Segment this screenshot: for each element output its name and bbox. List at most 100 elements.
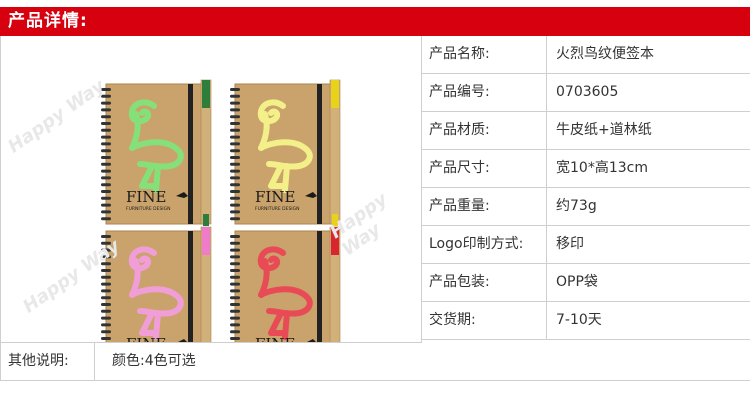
flamingo-shape xyxy=(128,99,184,193)
spiral-ring xyxy=(230,248,240,252)
spec-value: 0703605 xyxy=(556,84,619,100)
spiral-ring xyxy=(230,275,240,279)
bird-icon xyxy=(178,339,187,342)
spiral-ring xyxy=(101,296,111,300)
spiral-ring xyxy=(101,269,111,272)
note-value: 颜色:4色可选 xyxy=(112,353,196,369)
spiral-ring xyxy=(230,255,240,259)
brand-logo: FINE xyxy=(255,335,295,342)
spec-label: Logo印制方式: xyxy=(421,226,547,263)
spiral-ring xyxy=(230,262,240,266)
spec-row: 产品材质: 牛皮纸+道林纸 xyxy=(421,112,750,150)
spiral-ring xyxy=(230,149,240,153)
pen-tip xyxy=(332,214,338,226)
bird-icon xyxy=(176,192,188,198)
spiral-ring xyxy=(101,303,111,306)
spec-label: 产品编号: xyxy=(421,74,547,111)
spiral-ring xyxy=(101,115,111,119)
spiral-ring xyxy=(101,190,111,193)
spiral-ring xyxy=(230,269,240,272)
spec-row: 产品名称: 火烈鸟纹便签本 xyxy=(421,36,750,74)
elastic-band xyxy=(317,84,322,224)
spiral-ring xyxy=(101,262,111,266)
spiral-ring xyxy=(101,176,111,180)
spiral-ring xyxy=(101,241,111,245)
spiral-ring xyxy=(230,88,240,91)
spec-row: 产品重量: 约73g xyxy=(421,188,750,226)
spec-value: OPP袋 xyxy=(556,274,598,290)
spiral-ring xyxy=(101,156,111,159)
spec-table: 产品名称: 火烈鸟纹便签本产品编号: 0703605 产品材质: 牛皮纸+道林纸产品尺寸… xyxy=(421,36,750,342)
spec-value: 牛皮纸+道林纸 xyxy=(556,122,652,138)
spiral-ring xyxy=(230,162,240,166)
pen-clip xyxy=(331,80,339,108)
spiral-ring xyxy=(230,196,240,200)
spiral-ring xyxy=(101,142,111,146)
spiral-ring xyxy=(101,316,111,320)
spiral-ring xyxy=(101,309,111,313)
spiral-ring xyxy=(230,217,240,221)
pen-tip xyxy=(203,214,209,226)
spiral-ring xyxy=(101,210,111,214)
pen-clip xyxy=(202,227,210,255)
spiral-ring xyxy=(230,337,240,340)
spiral-ring xyxy=(230,282,240,286)
spiral-ring xyxy=(101,149,111,153)
section-header: 产品详情: xyxy=(0,0,750,36)
flamingo-shape xyxy=(257,246,313,340)
spec-label: 产品重量: xyxy=(421,188,547,225)
spec-value: 7-10天 xyxy=(556,312,602,328)
spiral-ring xyxy=(101,203,111,207)
spiral-ring xyxy=(230,203,240,207)
elastic-band xyxy=(188,84,193,224)
brand-logo: FINE xyxy=(126,335,166,342)
brand-subtitle: FURNITURE DESIGN xyxy=(255,206,300,212)
spec-label: 产品尺寸: xyxy=(421,150,547,187)
spiral-ring xyxy=(101,128,111,132)
spiral-ring xyxy=(230,235,240,238)
elastic-band xyxy=(188,231,193,342)
pen-clip xyxy=(331,227,339,255)
spiral-ring xyxy=(101,162,111,166)
spiral-ring xyxy=(230,142,240,146)
spiral-ring xyxy=(230,94,240,98)
spiral-ring xyxy=(230,101,240,105)
spec-row: Logo印制方式: 移印 xyxy=(421,226,750,264)
section-title: 产品详情: xyxy=(8,11,88,31)
spiral-ring xyxy=(101,135,111,139)
brand-logo: FINE xyxy=(255,188,295,206)
spiral-ring xyxy=(230,135,240,139)
spiral-ring xyxy=(101,122,111,125)
spiral-ring xyxy=(101,108,111,112)
spec-value: 火烈鸟纹便签本 xyxy=(556,46,654,62)
spec-value: 约73g xyxy=(556,198,597,214)
spiral-ring xyxy=(101,330,111,334)
spec-value: 宽10*高13cm xyxy=(556,160,648,176)
bird-icon xyxy=(307,339,316,342)
flamingo-shape xyxy=(128,246,184,340)
spec-row: 交货期: 7-10天 xyxy=(421,302,750,340)
spiral-ring xyxy=(230,128,240,132)
spiral-ring xyxy=(230,303,240,306)
bird-icon xyxy=(305,192,317,198)
spec-label: 产品名称: xyxy=(421,36,547,73)
spiral-ring xyxy=(101,101,111,105)
spiral-ring xyxy=(230,330,240,334)
spiral-ring xyxy=(230,115,240,119)
brand-logo: FINE xyxy=(126,188,166,206)
spiral-ring xyxy=(101,289,111,293)
spec-value: 移印 xyxy=(556,236,584,252)
header-bar xyxy=(0,7,750,36)
spiral-ring xyxy=(101,248,111,252)
spiral-ring xyxy=(101,282,111,286)
spiral-ring xyxy=(230,323,240,327)
spec-label: 交货期: xyxy=(421,302,547,339)
spiral-ring xyxy=(101,235,111,238)
pen-clip xyxy=(202,80,210,108)
spec-label: 产品材质: xyxy=(421,112,547,149)
